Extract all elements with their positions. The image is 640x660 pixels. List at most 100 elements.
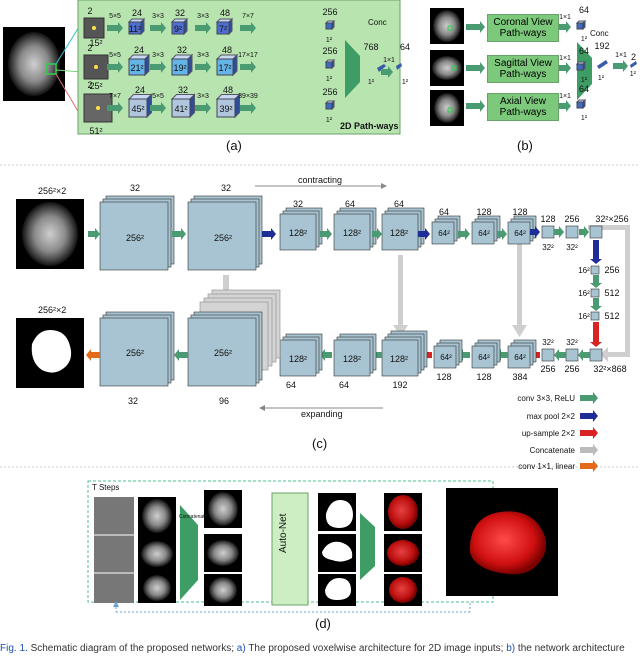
output-size-label: 256²×2: [38, 305, 67, 315]
row0-ch-0: 24: [132, 8, 142, 18]
side-16c-size: 16²: [578, 312, 590, 321]
concatenate-label: Concatenate: [179, 514, 208, 520]
row0-size-0: 11²: [129, 24, 141, 34]
side-16a-ch: 256: [604, 265, 619, 275]
panel-b: [430, 8, 637, 126]
dec-256a-ch: 32: [128, 396, 138, 406]
enc-128c-ch: 64: [394, 199, 404, 209]
enc-128b-size: 128²: [343, 228, 361, 238]
legend-label-0: conv 3×3, ReLU: [517, 394, 575, 403]
row1-cube-0-face: [128, 58, 146, 76]
enc-128b-ch: 64: [345, 199, 355, 209]
enc-64b-size: 64²: [478, 229, 490, 238]
side-16b: [590, 288, 600, 298]
b-ch-0: 64: [579, 5, 589, 15]
enc-128c-size: 128²: [390, 228, 408, 238]
b-op-2: 1×1: [559, 93, 571, 100]
dec-32a: [541, 348, 555, 362]
legend-arrow-0: [580, 392, 598, 404]
row2-arrow-1: [150, 102, 166, 114]
dec-256b-size: 256²: [214, 348, 232, 358]
row1-size-1: 19²: [173, 63, 186, 73]
enc-64c-size: 64²: [514, 229, 526, 238]
row0-out-cube-face: [325, 22, 333, 30]
conc-label-a: Conc: [368, 18, 387, 27]
expanding-label: expanding: [301, 409, 343, 419]
row2-arrow-3: [240, 102, 256, 114]
a-after-s1: 1²: [368, 79, 375, 86]
row2-ch-1: 32: [178, 85, 188, 95]
row0-arrow-3: [240, 22, 256, 34]
b-ch-2: 64: [579, 84, 589, 94]
row2-out-ch: 256: [322, 87, 337, 97]
b-conc-ch: 192: [594, 41, 609, 51]
b-in-arrow-2: [466, 100, 485, 112]
row1-size-2: 17²: [218, 63, 231, 73]
input-size-label: 256²×2: [38, 186, 67, 196]
mask-output-thumb: [31, 330, 72, 373]
row1-out-size: 1²: [326, 76, 333, 83]
enc-32a-ch: 128: [540, 214, 555, 224]
row2-size-1: 41²: [174, 104, 187, 114]
enc-64a-ch: 64: [439, 207, 449, 217]
row1-size-0: 21²: [130, 63, 143, 73]
conc-funnel-b: [577, 42, 592, 100]
enc-32a: [541, 225, 555, 239]
row0-input-ch: 2: [87, 6, 92, 16]
axial-pathway-box: Axial View Path-ways: [487, 93, 559, 121]
a-after-ch2: 64: [400, 42, 410, 52]
enc-64a-size: 64²: [438, 229, 450, 238]
b-conc-arrow: [613, 60, 628, 72]
row2-cube-2-face: [216, 98, 236, 118]
row0-out-ch: 256: [322, 7, 337, 17]
b-out-arrow-2: [559, 100, 571, 112]
dec-256b-layer: [187, 317, 257, 387]
legend-arrow-2: [580, 427, 598, 439]
row2-cube-0-face: [128, 98, 148, 118]
c-pool-4: [590, 240, 602, 264]
conc-label-b: Conc: [590, 29, 609, 38]
dec-64c-size: 64²: [514, 353, 526, 362]
b-out-arrow-1: [559, 62, 571, 74]
row0-cube-2-face: [216, 21, 230, 35]
row1-input-size: 25²: [89, 81, 102, 91]
c-pool-3: [530, 226, 540, 238]
legend-label-2: up-sample 2×2: [522, 429, 576, 438]
dec-32a-size: 32²: [542, 338, 554, 347]
row2-size-0: 45²: [131, 104, 144, 114]
enc-32c-ch: 32²×256: [595, 214, 628, 224]
dec-256a-layer: [99, 317, 169, 387]
dec-32b: [565, 348, 579, 362]
dec-64b-layer: [471, 345, 495, 369]
row1-ch-1: 32: [177, 45, 187, 55]
panel-d-label: (d): [315, 616, 331, 631]
enc-128b-layer: [333, 213, 371, 251]
a-after-op: 1×1: [383, 57, 395, 64]
enc-256a-layer: [99, 201, 169, 271]
row1-op-0: 5×5: [109, 52, 121, 59]
row1-op-3: 17×17: [238, 52, 258, 59]
enc-128a-layer: [279, 213, 317, 251]
c-side-arrow-1: [590, 275, 602, 288]
row1-cube-1-face: [171, 58, 189, 76]
row2-input-ch: 2: [87, 80, 92, 90]
row0-size-2: 7²: [219, 24, 227, 34]
b-s-2: 1²: [581, 115, 588, 122]
row1-cube-0-side: [144, 53, 150, 77]
side-16c-ch: 512: [604, 311, 619, 321]
caption-b-text: the network architecture: [517, 643, 625, 654]
row2-out-size: 1²: [326, 117, 333, 124]
enc-32c: [589, 225, 603, 239]
row2-cube-1-side: [189, 93, 195, 119]
dec-64c-ch: 384: [512, 372, 527, 382]
dec-128a-size: 128²: [289, 354, 307, 364]
enc-128a-size: 128²: [289, 228, 307, 238]
row1-cube-2-side: [232, 53, 238, 77]
row1-op-1: 3×3: [152, 52, 164, 59]
panel-d: [87, 480, 558, 613]
row2-cube-1-face: [171, 98, 191, 118]
side-16a: [590, 265, 600, 275]
c-arrow-6: [554, 226, 564, 238]
row0-op-2: 3×3: [197, 13, 209, 20]
